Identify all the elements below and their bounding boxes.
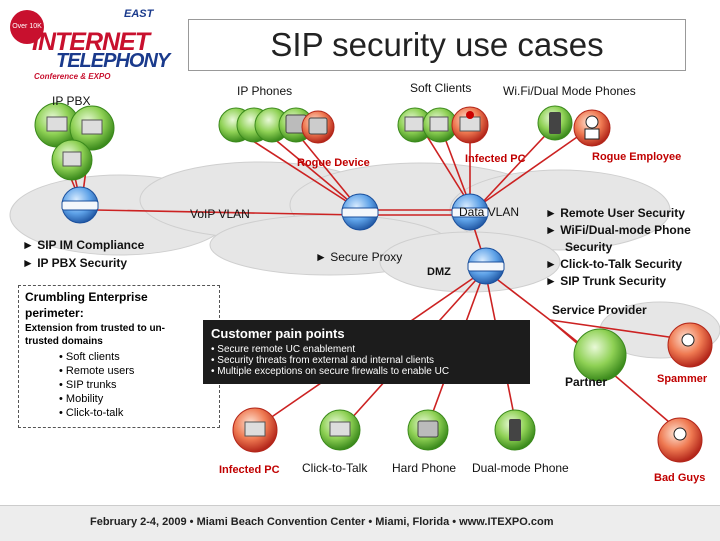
label-infected-pc-bottom: Infected PC (219, 464, 280, 476)
enterprise-item: • Soft clients (59, 351, 120, 363)
right-bullet-3: Security (565, 240, 613, 254)
footer-bar: February 2-4, 2009 • Miami Beach Convent… (0, 505, 720, 541)
slide-title: SIP security use cases (188, 19, 686, 71)
network-cloud (9, 161, 720, 359)
logo-east: EAST (124, 8, 154, 20)
label-service-provider: Service Provider (552, 303, 647, 317)
enterprise-subtitle-2: trusted domains (25, 336, 103, 347)
right-bullet-4: ► Click-to-Talk Security (545, 257, 683, 271)
label-voip-vlan: VoIP VLAN (190, 207, 250, 221)
pain-point-item: • Security threats from external and int… (211, 355, 435, 366)
soft-clients-bubbles (397, 107, 458, 143)
label-rogue-employee: Rogue Employee (592, 151, 682, 163)
logo-tagline: Conference & EXPO (34, 72, 111, 81)
enterprise-item: • Mobility (59, 393, 104, 405)
enterprise-title-1: Crumbling Enterprise (25, 290, 148, 304)
label-rogue-device: Rogue Device (297, 157, 370, 169)
pain-point-item: • Secure remote UC enablement (211, 344, 356, 355)
label-partner: Partner (565, 375, 608, 389)
ip-phones-bubbles (218, 107, 314, 143)
left-bullet-1: ► SIP IM Compliance (22, 238, 145, 252)
enterprise-item: • SIP trunks (59, 379, 117, 391)
partner-bubble (573, 328, 627, 382)
label-spammer: Spammer (657, 373, 708, 385)
enterprise-list: • Soft clients • Remote users • SIP trun… (19, 350, 134, 420)
right-bullet-2: ► WiFi/Dual-mode Phone (545, 223, 691, 237)
label-infected-pc-top: Infected PC (465, 153, 526, 165)
label-ip-pbx: IP PBX (52, 94, 91, 108)
enterprise-perimeter-box: Crumbling Enterprise perimeter: Extensio… (18, 285, 220, 428)
enterprise-subtitle-1: Extension from trusted to un- (25, 323, 165, 334)
logo-badge: Over 10K Users! (10, 10, 44, 64)
label-data-vlan: Data VLAN (459, 205, 520, 219)
pain-point-item: • Multiple exceptions on secure firewall… (211, 366, 450, 377)
right-bullet-5: ► SIP Trunk Security (545, 274, 667, 288)
pain-points-box: Customer pain points • Secure remote UC … (203, 320, 530, 384)
label-bad-guys: Bad Guys (654, 472, 706, 484)
label-soft-clients: Soft Clients (410, 81, 472, 95)
left-bullet-2: ► IP PBX Security (22, 256, 128, 270)
itexpo-logo: Over 10K Users! EAST INTERNET TELEPHONY … (6, 8, 186, 81)
label-dmz: DMZ (427, 266, 451, 278)
pain-points-heading: Customer pain points (211, 326, 345, 341)
blue-devices (61, 186, 505, 285)
label-dual-mode-phone: Dual-mode Phone (472, 461, 569, 475)
label-hard-phone: Hard Phone (392, 461, 457, 475)
label-wifi-phones: Wi.Fi/Dual Mode Phones (503, 84, 636, 98)
right-bullet-1: ► Remote User Security (545, 206, 685, 220)
logo-internet: INTERNET (32, 28, 150, 56)
enterprise-item: • Remote users (59, 365, 135, 377)
enterprise-title-2: perimeter: (25, 306, 84, 320)
footer-text: February 2-4, 2009 • Miami Beach Convent… (90, 516, 554, 528)
label-click-to-talk: Click-to-Talk (302, 461, 368, 475)
ip-pbx-bubbles (34, 102, 115, 181)
logo-telephony: TELEPHONY (56, 50, 170, 72)
enterprise-item: • Click-to-talk (59, 407, 124, 419)
label-secure-proxy: ► Secure Proxy (315, 250, 403, 264)
label-ip-phones: IP Phones (237, 84, 293, 98)
